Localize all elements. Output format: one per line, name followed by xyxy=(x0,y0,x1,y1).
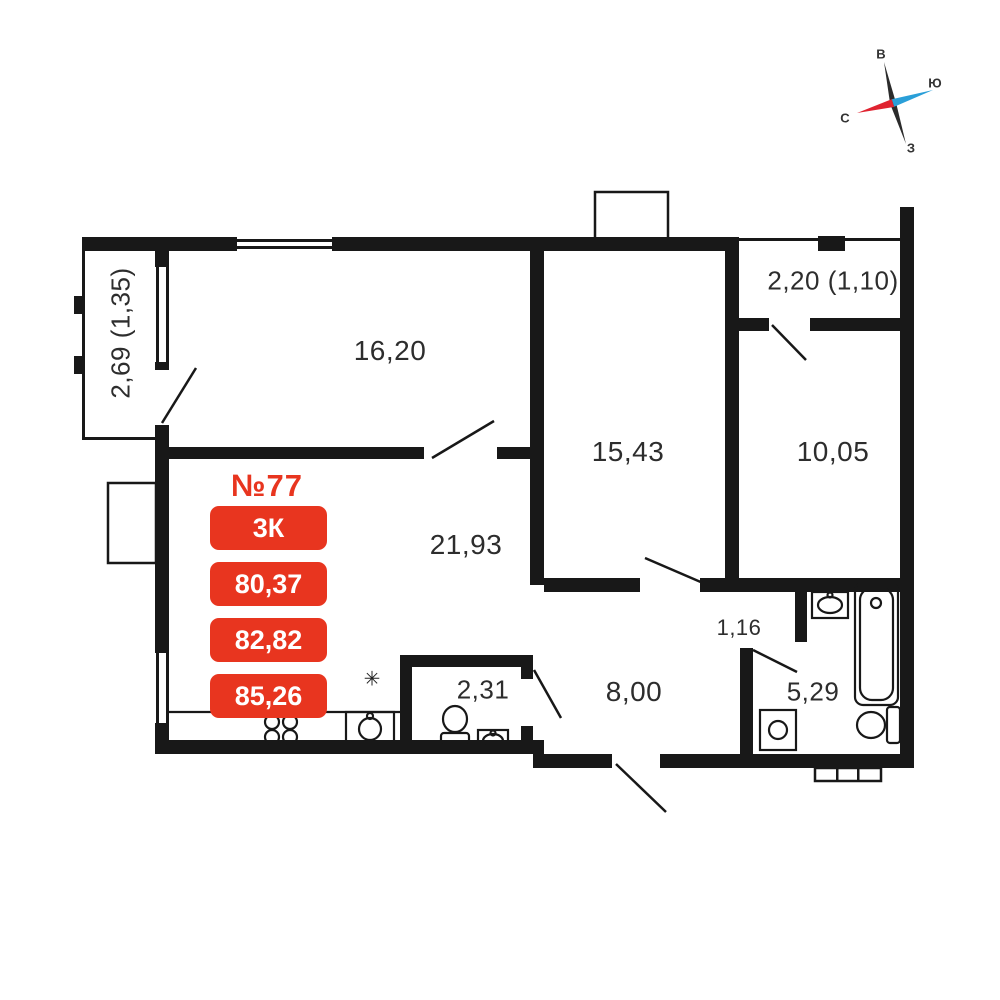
balcony-wall xyxy=(82,437,161,440)
bathtub-icon xyxy=(853,581,900,707)
compass-label-south: Ю xyxy=(928,75,942,91)
badge-area-1: 80,37 xyxy=(210,562,327,606)
wall-tick xyxy=(74,356,84,374)
window-line xyxy=(156,267,159,362)
wall-segment xyxy=(169,447,424,459)
wall-segment xyxy=(332,237,727,251)
room-label-bathroom: 5,29 xyxy=(786,676,840,707)
badge-rooms: 3К xyxy=(210,506,327,550)
kitchen-sink-icon xyxy=(344,710,396,744)
room-label-living: 16,20 xyxy=(353,335,427,366)
room-label-kitchen-living: 21,93 xyxy=(429,529,503,560)
wall-segment xyxy=(900,207,914,768)
door-bedroom1 xyxy=(644,556,704,585)
wall-tick xyxy=(74,296,84,314)
badge-area-total: 85,26 xyxy=(210,674,327,718)
room-label-wc: 2,31 xyxy=(456,674,510,705)
doors xyxy=(160,324,807,813)
compass-label-west: З xyxy=(906,140,916,156)
door-bathroom xyxy=(752,648,798,674)
door-balcony-left xyxy=(160,367,198,424)
wall-segment xyxy=(533,740,544,754)
washbasin-icon xyxy=(476,728,510,754)
wall-segment xyxy=(795,592,807,642)
washbasin-icon xyxy=(810,590,850,620)
wall-segment xyxy=(521,667,533,679)
wall-segment xyxy=(521,726,533,754)
door-living xyxy=(431,419,495,460)
wall-segment xyxy=(740,648,753,754)
wall-segment xyxy=(155,740,544,754)
vent-shaft xyxy=(593,190,670,241)
compass-rose-icon xyxy=(857,62,933,144)
room-label-balcony-right: 2,20 (1,10) xyxy=(767,265,899,296)
room-label-closet: 1,16 xyxy=(716,615,762,640)
wall-segment xyxy=(155,425,169,653)
window-line xyxy=(237,246,332,249)
apartment-badges: 3К 80,37 82,82 85,26 xyxy=(210,506,327,718)
window-line xyxy=(166,653,169,723)
wall-segment xyxy=(544,578,640,592)
toilet-icon xyxy=(439,704,471,747)
compass-label-north: С xyxy=(840,110,850,126)
door-balcony-right xyxy=(771,324,807,361)
door-wc xyxy=(532,669,563,719)
balcony-wall xyxy=(82,237,85,440)
room-label-bedroom2: 10,05 xyxy=(796,436,870,467)
exterior-ledge xyxy=(813,766,883,783)
wall-segment xyxy=(412,655,533,667)
stove-icon xyxy=(263,713,299,746)
room-label-hall: 8,00 xyxy=(605,676,663,707)
room-label-balcony-left: 2,69 (1,35) xyxy=(105,267,136,399)
apartment-number: №77 xyxy=(230,468,304,503)
window-line xyxy=(166,267,169,362)
room-label-bedroom1: 15,43 xyxy=(591,436,665,467)
wall-segment xyxy=(533,754,612,768)
ac-bay xyxy=(106,481,158,565)
wall-segment xyxy=(739,318,769,331)
wall-segment xyxy=(660,754,914,768)
washing-machine-icon xyxy=(758,708,798,752)
window-line xyxy=(156,653,159,723)
wall-segment xyxy=(818,236,845,251)
wall-segment xyxy=(155,237,169,267)
window-line xyxy=(237,239,332,242)
wall-segment xyxy=(530,251,544,585)
wall-segment xyxy=(725,237,739,592)
door-entrance xyxy=(615,763,667,813)
gas-icon: ✳ xyxy=(363,668,381,691)
toilet-icon xyxy=(855,705,902,745)
wall-segment xyxy=(400,655,412,740)
wall-segment xyxy=(155,362,169,370)
badge-area-2: 82,82 xyxy=(210,618,327,662)
compass-label-east: В xyxy=(876,46,886,62)
wall-segment xyxy=(810,318,901,331)
